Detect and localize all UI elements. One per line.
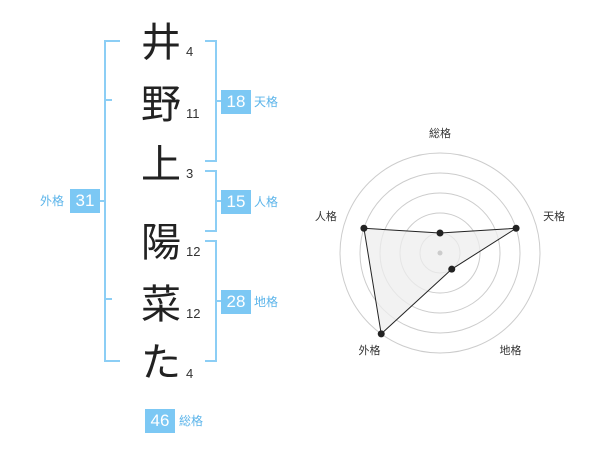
name-char-5: 菜 (141, 282, 181, 328)
radar-point (436, 229, 444, 237)
chikaku-value: 28 (221, 290, 251, 314)
radar-axis-label: 総格 (429, 126, 451, 140)
jinkaku-label: 人格 (254, 195, 279, 209)
tenkaku-value: 18 (221, 90, 251, 114)
radar-polygon (363, 227, 517, 335)
radar-point (360, 224, 368, 232)
radar-point (512, 224, 520, 232)
soukaku-label: 総格 (179, 414, 204, 428)
tenkaku-connector (215, 100, 221, 102)
radar-point (448, 265, 456, 273)
stroke-count-4: 12 (186, 244, 201, 259)
chikaku-label: 地格 (254, 295, 279, 309)
stroke-count-3: 3 (186, 166, 194, 181)
tenkaku-label: 天格 (254, 95, 279, 109)
name-char-3: 上 (141, 142, 181, 188)
soukaku-value: 46 (145, 409, 175, 433)
gaikaku-bracket-tick (104, 298, 112, 300)
radar-ring (339, 152, 541, 354)
stroke-count-2: 11 (186, 106, 200, 121)
radar-axis-label: 天格 (543, 209, 565, 223)
gaikaku-bracket (104, 40, 120, 362)
jinkaku-connector (215, 200, 221, 202)
gaikaku-label: 外格 (40, 194, 65, 208)
jinkaku-value: 15 (221, 190, 251, 214)
name-char-2: 野 (141, 82, 181, 128)
gaikaku-bracket-tick (104, 99, 112, 101)
gaikaku-value: 31 (70, 189, 100, 213)
gaikaku-connector (96, 200, 104, 202)
chikaku-connector (215, 300, 221, 302)
name-char-4: 陽 (141, 220, 181, 266)
stroke-count-1: 4 (186, 44, 194, 59)
stroke-count-5: 12 (186, 306, 201, 321)
radar-center-dot (437, 250, 443, 256)
radar-axis-label: 地格 (500, 343, 522, 357)
name-char-1: 井 (141, 20, 181, 66)
radar-axis-label: 人格 (315, 209, 337, 223)
radar-points (360, 224, 520, 338)
name-char-6: た (141, 340, 181, 386)
radar-ring (359, 172, 521, 334)
radar-axis-label: 外格 (358, 343, 380, 357)
stroke-count-6: 4 (186, 366, 194, 381)
radar-point (377, 330, 385, 338)
